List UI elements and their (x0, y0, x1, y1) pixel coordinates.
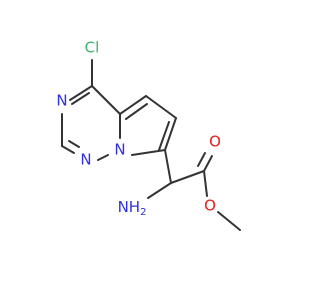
bond-n1-nbridge (97, 154, 109, 161)
bond-c4a-c4 (91, 85, 121, 115)
bond-estero-methyl (217, 211, 241, 231)
n-bridge-label: N (114, 141, 125, 159)
amine-subscript: 2 (140, 207, 146, 218)
bond-carbonyl-estero (203, 170, 208, 197)
atom-labels: Cl N N N O O NH2 (56, 39, 221, 219)
bond-c4-n3-double (71, 92, 90, 105)
bonds (61, 59, 241, 231)
molecule-diagram: Cl N N N O O NH2 (56, 38, 241, 231)
amine-label: NH2 (118, 198, 147, 219)
ester-oxygen-label: O (204, 197, 216, 215)
bond-c7-alpha (164, 149, 172, 184)
carbonyl-oxygen-label: O (209, 133, 221, 151)
n3-label: N (56, 92, 67, 110)
bond-c4a-c5 (119, 95, 147, 115)
bond-alpha-nh2 (147, 182, 172, 199)
n1-label: N (80, 151, 91, 169)
bond-c2-n1 (61, 145, 75, 154)
bond-c7-nbridge (131, 149, 166, 156)
bond-c2-n1-double (68, 140, 80, 148)
bond-c5-c6 (145, 95, 177, 119)
bond-c6-c7 (164, 117, 177, 151)
amine-text: NH (118, 198, 141, 216)
bond-carbonyl-o (203, 155, 213, 172)
bond-carbonyl-o-double (197, 152, 206, 167)
chlorine-label: Cl (85, 39, 100, 57)
bond-c6-c7-double (158, 121, 170, 151)
bond-c4a-c5-double (125, 103, 148, 120)
structure-svg: Cl N N N O O NH2 (56, 39, 241, 231)
bond-alpha-carbonyl (170, 170, 205, 184)
bond-c4-n3 (69, 85, 93, 101)
